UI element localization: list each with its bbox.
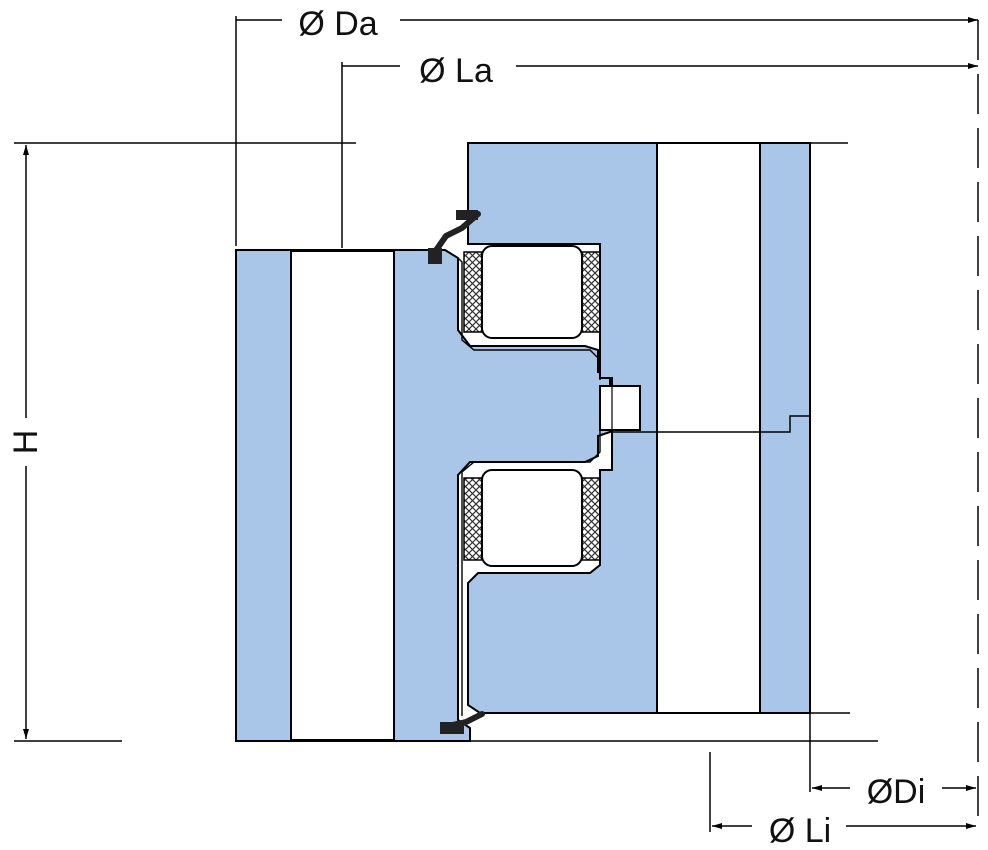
- outer-bolt-circle-label: Ø La: [419, 52, 493, 90]
- height-label: H: [7, 430, 45, 455]
- outer-ring: [235, 249, 611, 742]
- inner-diameter-label: ØDi: [867, 773, 926, 811]
- outer-diameter-label: Ø Da: [298, 5, 377, 43]
- inner-bolt-circle-dimension: Ø Li: [709, 752, 976, 850]
- inner-bolt-circle-label: Ø Li: [769, 812, 831, 850]
- inner-diameter-dimension: ØDi: [809, 713, 976, 811]
- roller-cage-left: [463, 251, 483, 333]
- height-dimension: H: [7, 145, 48, 739]
- outer-ring-bolt-hole: [290, 250, 395, 741]
- radial-roller-body: [599, 385, 641, 431]
- upper-roller-row: [463, 245, 601, 339]
- roller-cage-right: [581, 251, 601, 333]
- radial-roller: [599, 385, 641, 431]
- inner-ring-bolt-hole: [656, 142, 761, 714]
- roller-cage-left: [463, 477, 483, 561]
- lower-seal: [440, 711, 485, 734]
- roller-lower: [481, 469, 583, 567]
- upper-seal: [428, 210, 481, 264]
- outer-bolt-circle-dimension: Ø La: [341, 52, 978, 248]
- roller-cage-right: [581, 477, 601, 561]
- inner-ring-step-line: [612, 415, 810, 433]
- lower-roller-row: [463, 469, 601, 567]
- ring-gap-line: [457, 257, 601, 716]
- roller-upper: [481, 245, 583, 339]
- outer-diameter-dimension: Ø Da: [235, 5, 978, 246]
